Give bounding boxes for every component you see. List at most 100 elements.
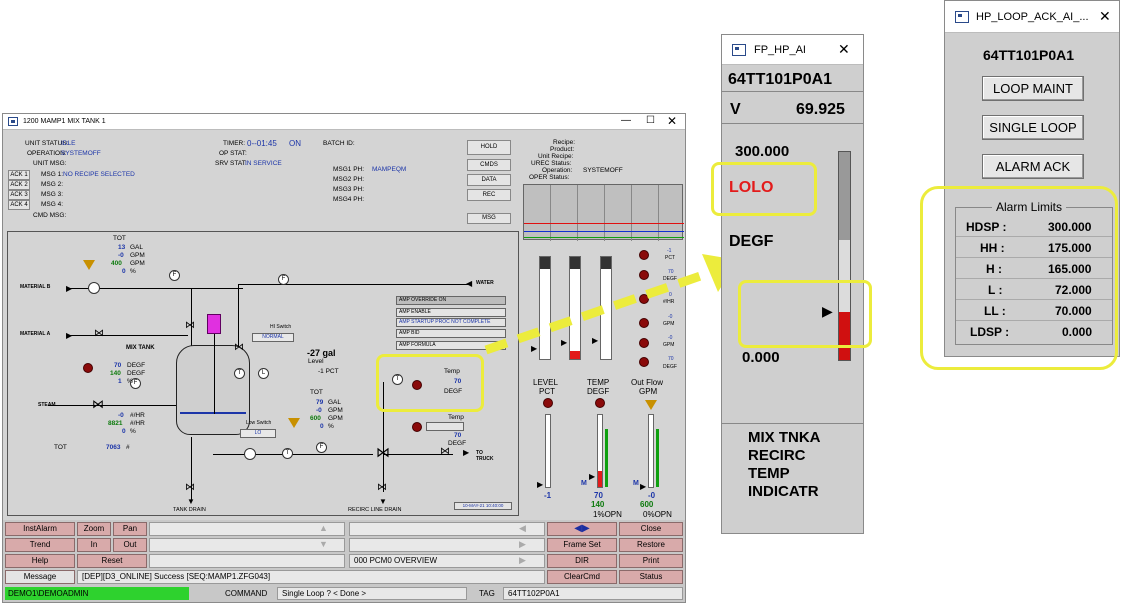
valve-steam-icon[interactable]: ⋈ [92, 397, 104, 411]
top-tot-gal-unit: GAL [130, 244, 144, 251]
user-status: DEMO1\DEMOADMIN [5, 587, 189, 600]
msg-1-value: NO RECIPE SELECTED [63, 171, 135, 178]
ack-3-button[interactable]: ACK 3 [8, 190, 30, 200]
fp-close-button[interactable]: ✕ [838, 41, 850, 57]
navigation-button[interactable]: ◀▶ [547, 522, 617, 536]
pipe-tank-drain [191, 437, 192, 502]
outflow-meter [648, 414, 654, 488]
fp-bar-pointer-icon[interactable]: ▶ [822, 303, 833, 319]
zoom-in-button[interactable]: In [77, 538, 111, 552]
valve-water-icon[interactable]: ⋈ [234, 342, 244, 353]
data-button[interactable]: DATA [467, 174, 511, 186]
fp-alarm-state: LOLO [729, 179, 774, 196]
gauge-unit-1: PCT [665, 255, 675, 261]
close-button[interactable]: ✕ [667, 114, 678, 128]
cmds-button[interactable]: CMDS [467, 159, 511, 171]
zoom-out-button[interactable]: Out [113, 538, 147, 552]
fp-description-3: TEMP [748, 465, 790, 482]
low-switch-label: Low Switch [246, 420, 272, 426]
restore-button[interactable]: Restore [619, 538, 683, 552]
amp-startup-status: AMP STARTUP PROC NOT COMPLETE [396, 318, 506, 327]
rec-button[interactable]: REC [467, 189, 511, 201]
bar-gauge-3-cap [601, 257, 611, 269]
msg-3-label: MSG 3: [41, 191, 64, 198]
overview-arrow-icon[interactable]: ▶ [519, 555, 526, 565]
ack-2-button[interactable]: ACK 2 [8, 180, 30, 190]
dir-button[interactable]: DIR [547, 554, 617, 568]
bottom-toolbar: InstAlarm Zoom Pan Trend In Out Help Res… [3, 520, 685, 602]
valve-truck-icon[interactable]: ⋈ [440, 446, 450, 457]
zoom-button[interactable]: Zoom [77, 522, 111, 536]
frame-set-button[interactable]: Frame Set [547, 538, 617, 552]
low-switch-state: LO [240, 429, 276, 438]
alarm-ack-button[interactable]: ALARM ACK [982, 154, 1084, 179]
temp-indicator-loop[interactable]: T [392, 374, 403, 385]
msg-button[interactable]: MSG [467, 213, 511, 224]
bottom-tot-unit: # [126, 444, 130, 451]
valve-drain-icon[interactable]: ⋈ [185, 482, 195, 493]
timer-state: ON [289, 139, 301, 148]
flow-indicator-steam[interactable]: F [130, 378, 141, 389]
mix-tank-label: MIX TANK [126, 345, 155, 351]
outflow-meter-bar-green [656, 429, 659, 487]
scroll-up-icon[interactable]: ▲ [319, 523, 328, 533]
outflow-meter-pct: 0%OPN [643, 510, 672, 519]
flow-indicator-water[interactable]: F [278, 274, 289, 285]
flow-indicator-top[interactable]: F [169, 270, 180, 281]
clearcmd-button[interactable]: ClearCmd [547, 570, 617, 584]
scroll-right-icon[interactable]: ▶ [519, 539, 526, 549]
fp-window-title: FP_HP_AI [754, 44, 806, 56]
help-button[interactable]: Help [5, 554, 75, 568]
reset-button[interactable]: Reset [77, 554, 147, 568]
status-button[interactable]: Status [619, 570, 683, 584]
ack-1-button[interactable]: ACK 1 [8, 170, 30, 180]
steam-total-unit: #/HR [130, 420, 145, 427]
urec-status-label: UREC Status: [531, 160, 572, 167]
fp-bar-fill [839, 312, 850, 360]
pan-button[interactable]: Pan [113, 522, 147, 536]
valve-recirc-drain-icon[interactable]: ⋈ [377, 482, 387, 493]
hold-button[interactable]: HOLD [467, 140, 511, 155]
hi-switch-label: HI Switch [270, 324, 292, 330]
message-button[interactable]: Message [5, 570, 75, 584]
trend-button[interactable]: Trend [5, 538, 75, 552]
valve-material-a-icon[interactable]: ⋈ [94, 328, 104, 339]
mix-tank [176, 345, 250, 435]
tag-field[interactable]: 64TT102P0A1 [503, 587, 683, 600]
loop-maint-button[interactable]: LOOP MAINT [982, 76, 1084, 101]
ack-4-button[interactable]: ACK 4 [8, 200, 30, 210]
command-field[interactable]: Single Loop ? < Done > [277, 587, 467, 600]
overview-field[interactable]: 000 PCM0 OVERVIEW [349, 554, 545, 568]
valve-material-b-icon[interactable]: ⋈ [185, 320, 195, 331]
temp-meter [597, 414, 603, 488]
gauge-unit-2: DEGF [663, 276, 677, 282]
scroll-down-icon[interactable]: ▼ [319, 539, 328, 549]
mid-tot-gal: 79 [316, 399, 324, 406]
trend-line-green [524, 237, 684, 238]
close-display-button[interactable]: Close [619, 522, 683, 536]
fp-separator [722, 423, 863, 424]
limit-row-hh: HH : 175.000 [956, 238, 1112, 258]
fp-v-label: V [730, 101, 741, 118]
scroll-left-icon[interactable]: ◀ [519, 523, 526, 533]
temp-indicator-recirc[interactable]: T [282, 448, 293, 459]
print-button[interactable]: Print [619, 554, 683, 568]
amp-enable-status: AMP ENABLE [396, 308, 506, 317]
maximize-button[interactable]: ☐ [646, 115, 655, 126]
tank-temp-2-unit: DEGF [127, 370, 146, 377]
temp-indicator-tank[interactable]: T [234, 368, 245, 379]
loop-close-button[interactable]: ✕ [1099, 8, 1111, 24]
trend-chart [523, 184, 684, 241]
single-loop-button[interactable]: SINGLE LOOP [982, 115, 1084, 140]
valve-recirc-icon[interactable]: ⋈ [376, 444, 390, 460]
limit-ll-label: LL : [984, 304, 1006, 318]
minimize-button[interactable]: — [621, 115, 631, 126]
instalarm-button[interactable]: InstAlarm [5, 522, 75, 536]
level-indicator[interactable]: L [258, 368, 269, 379]
unit-status-value: IDLE [61, 140, 76, 147]
limit-row-hdsp: HDSP : 300.000 [956, 217, 1112, 237]
outflow-meter-title: Out Flow [631, 378, 664, 387]
fp-description-4: INDICATR [748, 483, 819, 500]
tank-drain-arrow-icon: ▼ [187, 497, 195, 506]
flow-indicator-recirc[interactable]: F [316, 442, 327, 453]
